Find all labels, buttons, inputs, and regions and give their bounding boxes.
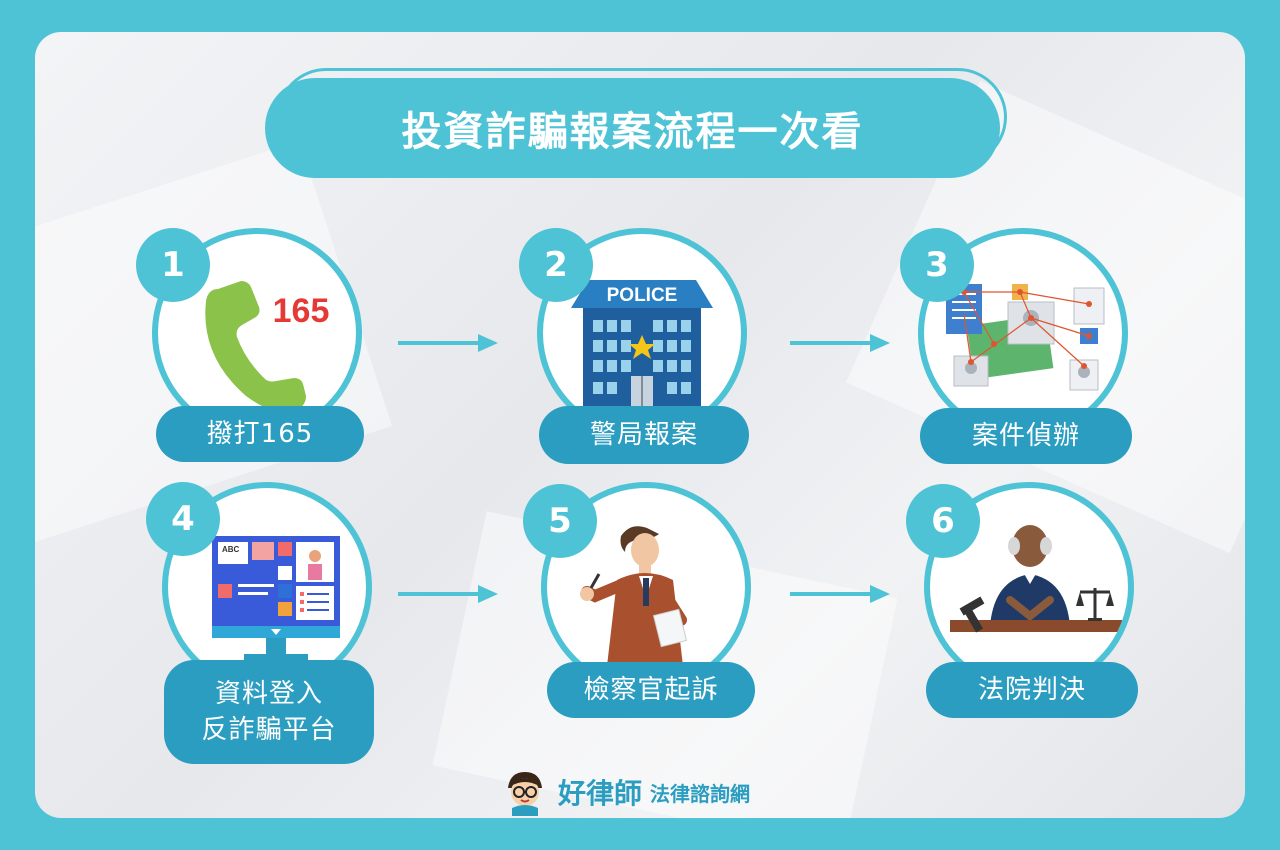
- step-4-number: 4: [146, 482, 220, 556]
- step-4-label-line-1: 資料登入: [214, 678, 323, 709]
- prosecutor-icon: [580, 526, 688, 666]
- screen-abc-text: ABC: [222, 545, 240, 554]
- step-6-number: 6: [906, 484, 980, 558]
- step-1-number: 1: [136, 228, 210, 302]
- step-1-label: 撥打165: [156, 406, 364, 462]
- brand-footer: 好律師 法律諮詢網: [500, 768, 750, 816]
- page-title: 投資詐騙報案流程一次看: [401, 109, 864, 155]
- step-4-circle: ABC: [162, 482, 372, 692]
- judge-icon: [950, 525, 1122, 633]
- step-6-label: 法院判決: [926, 662, 1138, 718]
- lawyer-mascot-icon: [508, 772, 542, 816]
- police-sign: POLICE: [607, 285, 678, 306]
- step-5-label: 檢察官起訴: [547, 662, 755, 718]
- brand-name: 好律師: [558, 777, 643, 810]
- step-3-number: 3: [900, 228, 974, 302]
- title-banner: 投資詐騙報案流程一次看: [265, 68, 1010, 180]
- evidence-board-icon: [946, 284, 1105, 391]
- police-station-icon: POLICE: [571, 280, 713, 410]
- step-2-label: 警局報案: [539, 406, 749, 464]
- step-2-number: 2: [519, 228, 593, 302]
- computer-monitor-icon: ABC: [212, 536, 340, 660]
- step-4-label: 資料登入 反詐騙平台: [164, 660, 374, 764]
- title-pill: 投資詐騙報案流程一次看: [265, 78, 1000, 178]
- step-5-number: 5: [523, 484, 597, 558]
- arrow-1-to-2: [398, 334, 498, 352]
- step-4-label-line-2: 反詐騙平台: [201, 715, 337, 745]
- brand-subtitle: 法律諮詢網: [650, 781, 751, 806]
- arrow-2-to-3: [790, 334, 890, 352]
- arrow-5-to-6: [790, 585, 890, 603]
- step-3-label: 案件偵辦: [920, 408, 1132, 464]
- phone-icon: 165: [205, 281, 330, 413]
- arrow-4-to-5: [398, 585, 498, 603]
- hotline-number: 165: [273, 292, 330, 330]
